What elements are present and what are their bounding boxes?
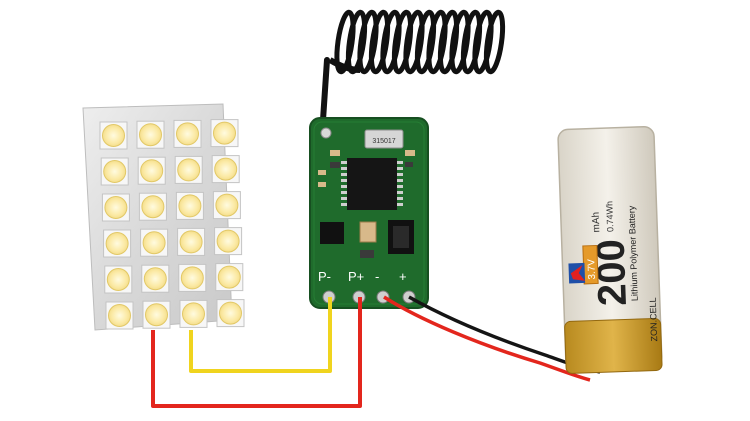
battery-type: Lithium Polymer Battery (626, 205, 639, 301)
led-chip (176, 122, 199, 146)
led-chip (182, 302, 205, 326)
ic-pin (397, 167, 403, 170)
led-chip (145, 303, 168, 327)
battery-brand: ZON.CELL (648, 297, 660, 341)
zoncell-logo (568, 262, 586, 284)
led-chip (214, 157, 238, 181)
battery-voltage: 3.7V (586, 259, 598, 280)
receiver-pcb: 315017 P- P+ - + (309, 117, 429, 309)
mosfet (320, 222, 344, 244)
led-chip (180, 266, 204, 290)
coil-ring (380, 9, 402, 75)
led-chip (179, 230, 203, 254)
coil-ring (334, 9, 356, 75)
battery-energy: 0.74Wh (604, 201, 615, 232)
ic-pin (341, 191, 347, 194)
led-chip (139, 123, 162, 147)
led-chip (108, 304, 131, 327)
antenna-pad (320, 127, 332, 139)
coil-ring (345, 9, 368, 75)
ic-pin (341, 167, 347, 170)
led-chip (216, 229, 240, 253)
led-chip (102, 124, 125, 147)
led-chip (105, 232, 129, 255)
led-chip (106, 268, 130, 291)
led-chip (213, 121, 236, 145)
chip-label: 315017 (372, 138, 395, 145)
coil-ring (414, 9, 437, 75)
decoder-ic (341, 158, 403, 210)
ic-pin (341, 203, 347, 206)
led-chip (142, 231, 166, 255)
ic-pin (341, 161, 347, 164)
ic-pin (397, 197, 403, 200)
led-chip (140, 159, 164, 183)
led-array (99, 119, 245, 330)
ic-pin (341, 197, 347, 200)
coil-ring (437, 9, 460, 75)
led-chip (215, 193, 239, 217)
led-chip (177, 158, 201, 182)
wire-yellow (189, 297, 332, 373)
ic-pin (397, 179, 403, 182)
led-chip (104, 196, 128, 219)
led-panel (82, 103, 245, 331)
coil-ring (391, 9, 414, 75)
coil-ring (472, 9, 494, 75)
ic-pin (341, 185, 347, 188)
coil-ring (460, 9, 483, 75)
lipo-battery: 200 mAh 0.74Wh Lithium Polymer Battery Z… (557, 125, 663, 374)
led-chip (103, 160, 127, 183)
battery-unit: mAh (591, 212, 603, 233)
pin-label-p-plus: P+ (348, 269, 364, 284)
battery-tape (564, 317, 663, 374)
coil-ring (368, 9, 391, 75)
coil-ring (357, 9, 379, 75)
coil-ring (403, 9, 425, 75)
led-chip (219, 301, 242, 325)
led-chip (217, 265, 241, 289)
led-chip (143, 267, 167, 291)
ic-pin (397, 203, 403, 206)
ic-pin (341, 173, 347, 176)
ic-pin (341, 179, 347, 182)
coil-ring (449, 9, 471, 75)
ic-pin (397, 185, 403, 188)
ic-pin (397, 161, 403, 164)
pin-label-plus: + (399, 269, 407, 284)
coil-ring (426, 9, 448, 75)
wire-red-led (151, 297, 362, 408)
ic-pin (397, 191, 403, 194)
wire-red-battery (383, 295, 591, 382)
pin-label-minus: - (375, 269, 379, 284)
led-chip (141, 195, 165, 219)
antenna-coil (334, 9, 506, 75)
crystal-oscillator (364, 129, 404, 149)
ic-pin (397, 173, 403, 176)
led-chip (178, 194, 202, 218)
antenna (320, 9, 506, 123)
coil-ring (483, 9, 506, 75)
pin-label-p-minus: P- (318, 269, 331, 284)
